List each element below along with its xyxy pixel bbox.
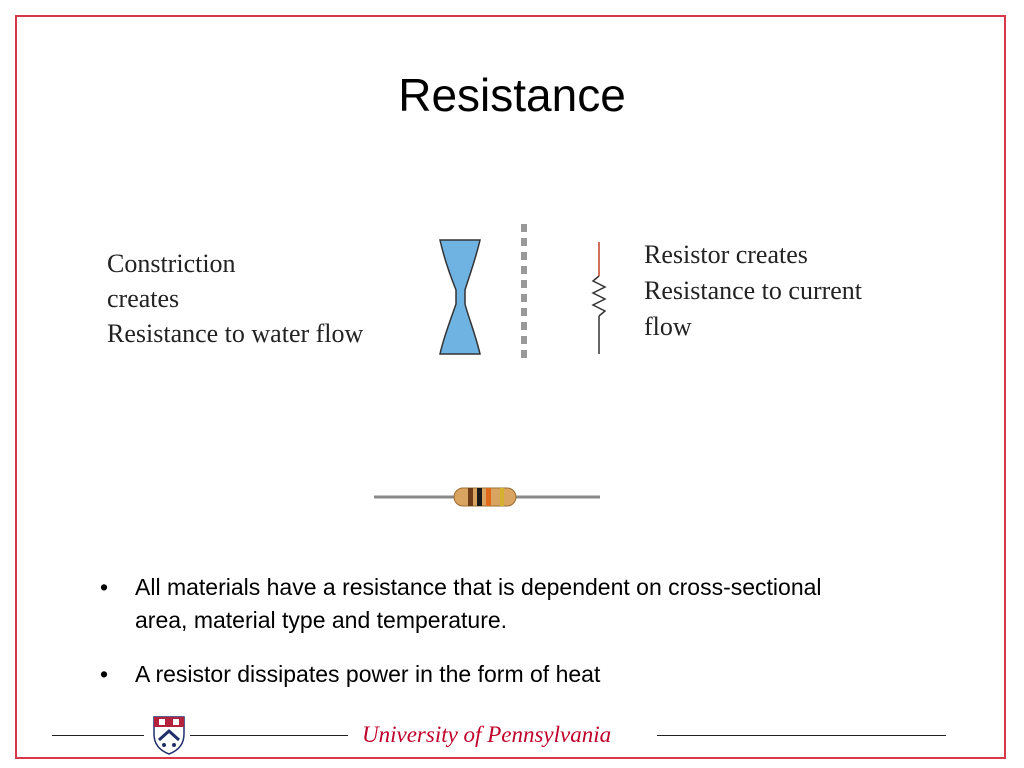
- bullet-item: • All materials have a resistance that i…: [100, 571, 900, 637]
- footer-rule-middle: [190, 735, 348, 736]
- footer-rule-left: [52, 735, 144, 736]
- hourglass-constriction-icon: [432, 236, 492, 358]
- resistor-label-line-2: Resistance to current: [644, 273, 862, 309]
- water-analogy-label: Constriction creates Resistance to water…: [107, 246, 363, 351]
- penn-shield-icon: [151, 714, 187, 756]
- footer-institution: University of Pennsylvania: [362, 722, 611, 748]
- resistor-label-line-1: Resistor creates: [644, 237, 862, 273]
- dashed-divider: [519, 222, 529, 364]
- bullet-item: • A resistor dissipates power in the for…: [100, 658, 900, 691]
- water-label-line-1: Constriction: [107, 246, 363, 281]
- resistor-analogy-label: Resistor creates Resistance to current f…: [644, 237, 862, 345]
- water-label-line-2: creates: [107, 281, 363, 316]
- bullet-symbol: •: [100, 658, 108, 691]
- bullet-list: • All materials have a resistance that i…: [100, 571, 900, 712]
- water-label-line-3: Resistance to water flow: [107, 316, 363, 351]
- resistor-symbol-icon: [588, 240, 612, 356]
- bullet-symbol: •: [100, 571, 108, 604]
- bullet-text: A resistor dissipates power in the form …: [135, 658, 880, 691]
- resistor-component-icon: [372, 482, 602, 512]
- slide-title: Resistance: [0, 68, 1024, 122]
- bullet-text: All materials have a resistance that is …: [135, 571, 880, 637]
- resistor-label-line-3: flow: [644, 309, 862, 345]
- footer-rule-right: [657, 735, 946, 736]
